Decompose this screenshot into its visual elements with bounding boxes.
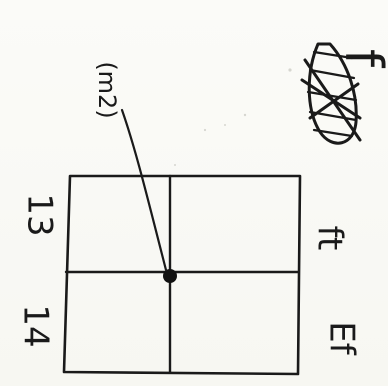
label-bottom-right: Ef xyxy=(322,321,362,355)
callout-leader-line xyxy=(122,110,166,270)
grid-outer-rectangle xyxy=(64,176,300,374)
center-point xyxy=(163,269,177,283)
label-top-right: ft xyxy=(310,226,350,251)
paper-speckles xyxy=(174,68,292,166)
label-top-left: 13 xyxy=(20,193,60,236)
scribble-mark xyxy=(302,44,360,143)
grid-2x2 xyxy=(64,176,300,374)
label-bottom-left: 14 xyxy=(16,304,56,347)
callout-label: (m2) xyxy=(93,61,121,118)
